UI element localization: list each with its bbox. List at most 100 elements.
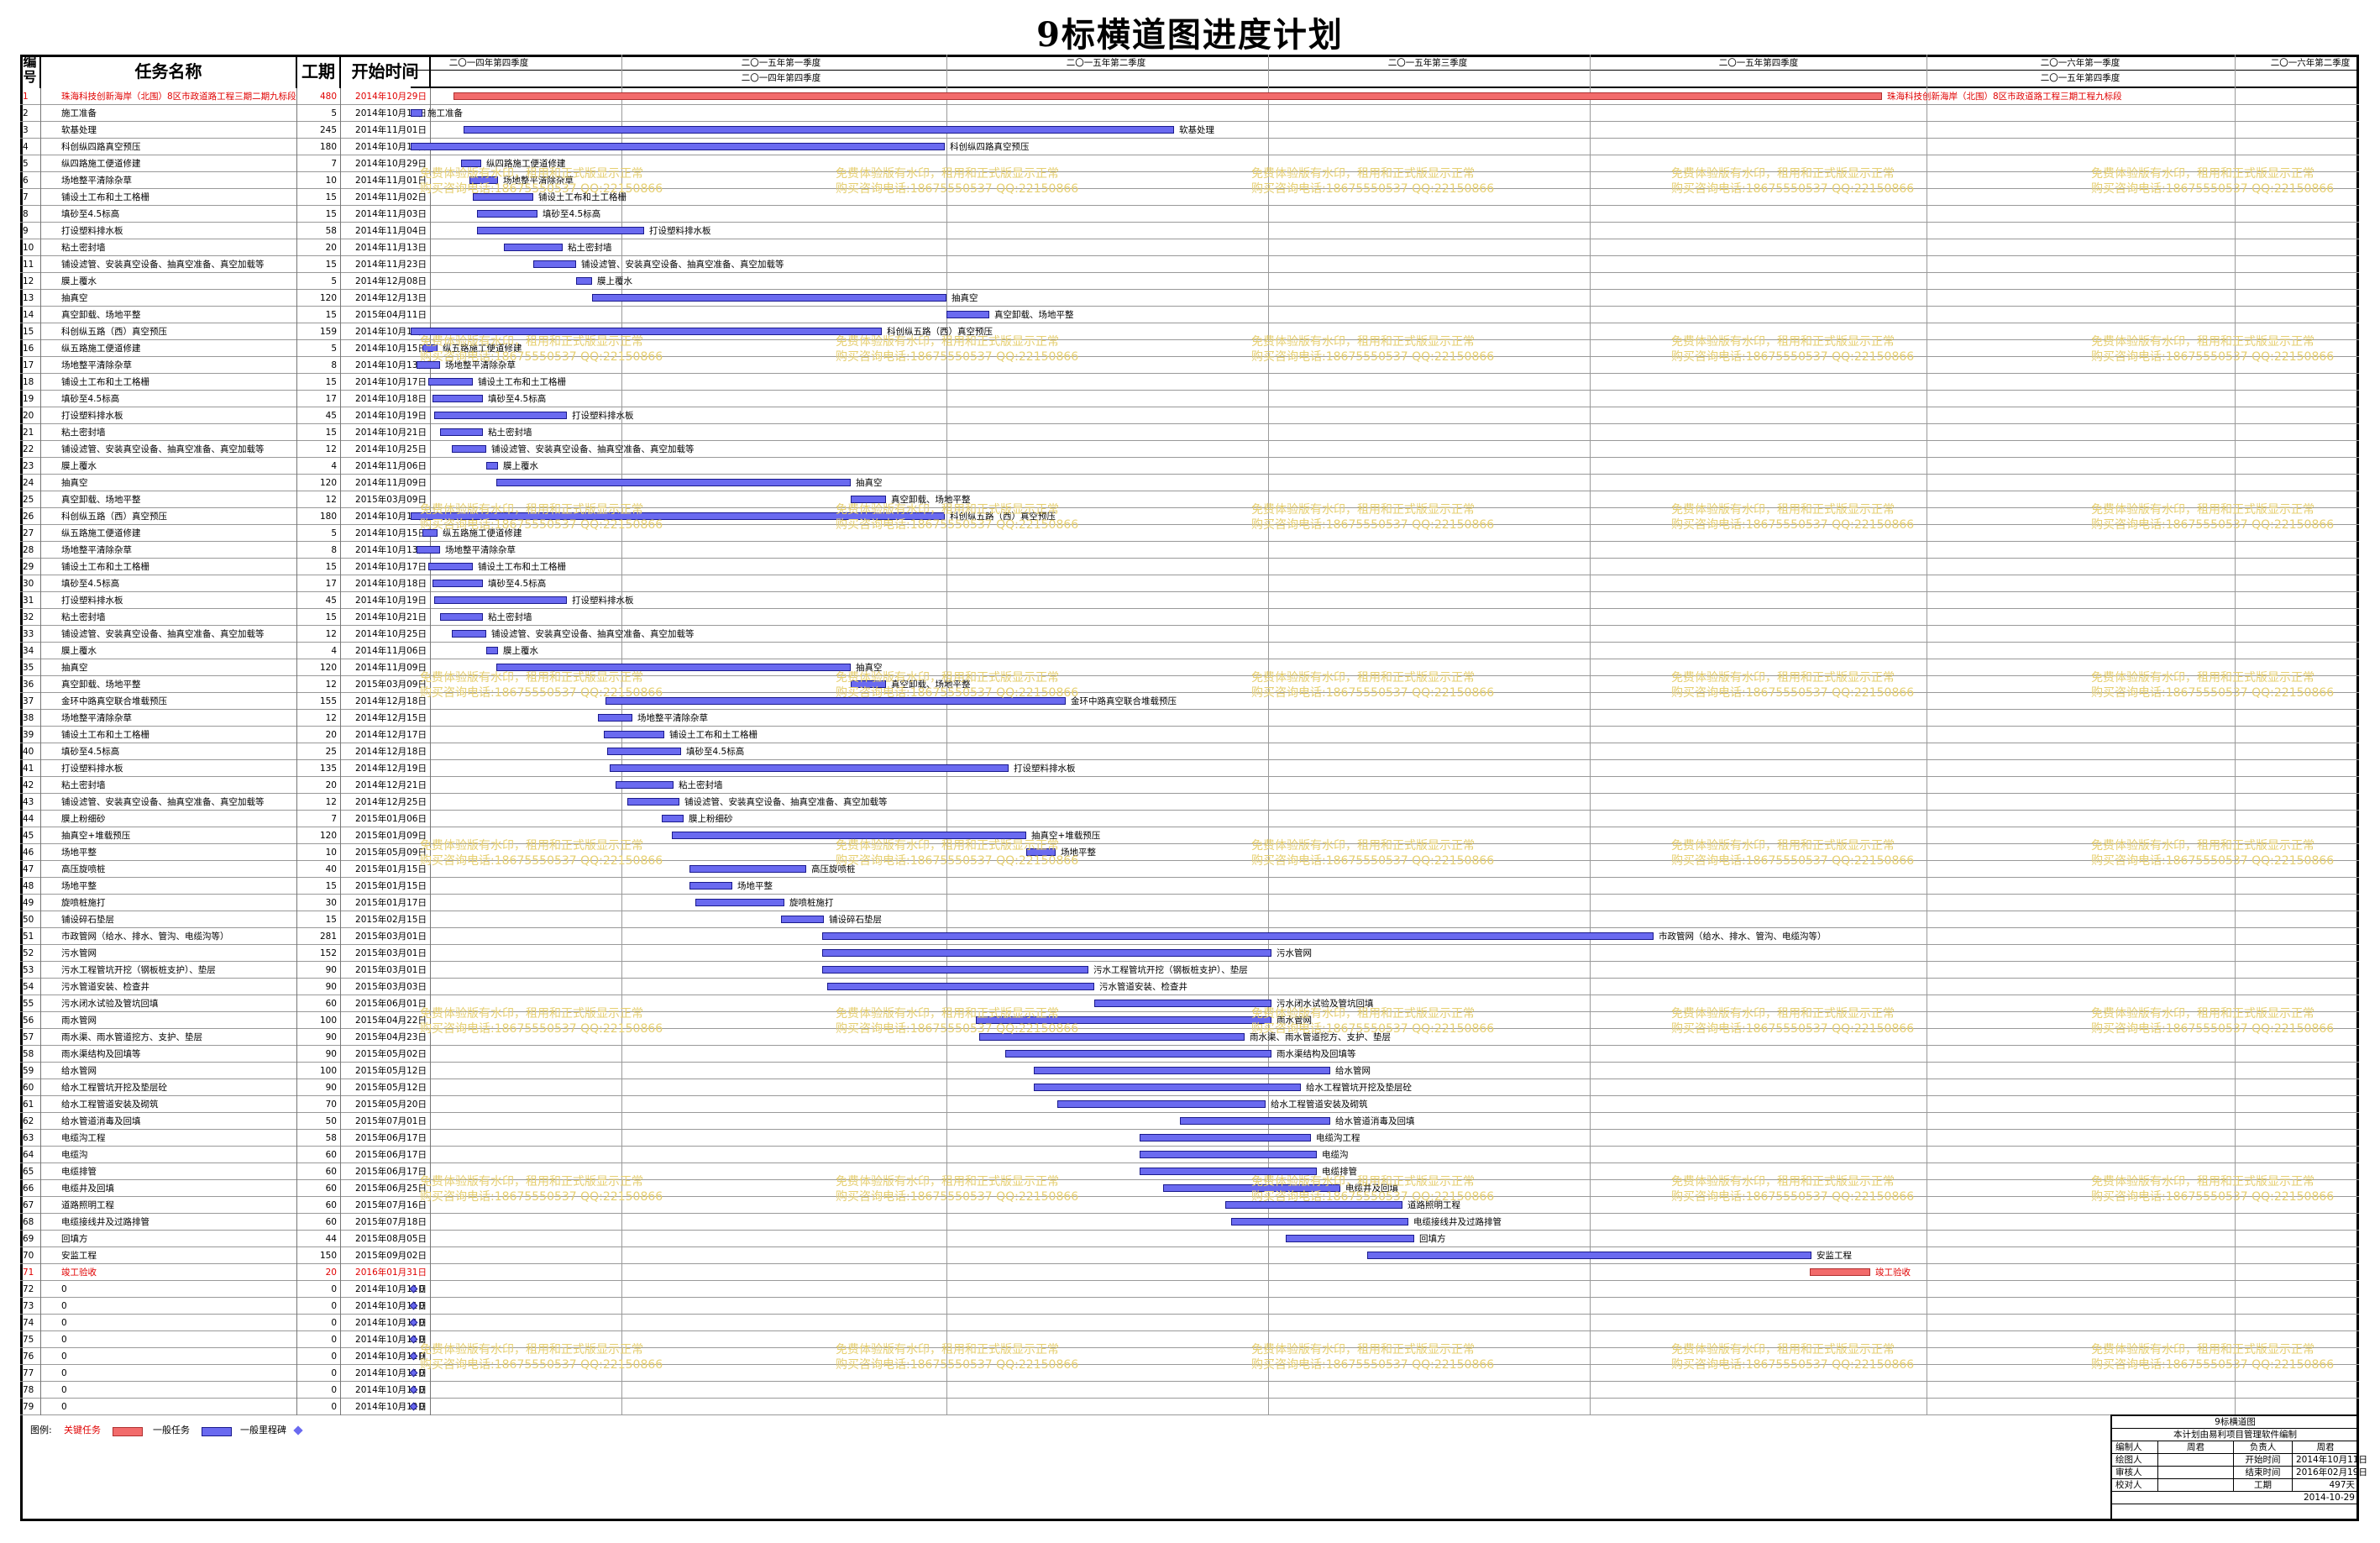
task-bar[interactable]	[976, 1016, 1271, 1024]
task-bar[interactable]	[411, 512, 945, 520]
task-bar[interactable]	[598, 714, 632, 722]
task-bar[interactable]	[428, 563, 473, 570]
task-bar[interactable]	[422, 529, 438, 537]
task-bar[interactable]	[695, 899, 784, 906]
task-bar[interactable]	[610, 764, 1009, 772]
task-bar[interactable]	[533, 260, 576, 268]
task-bar[interactable]	[672, 832, 1026, 839]
task-bar[interactable]	[592, 294, 946, 302]
task-bar[interactable]	[1094, 1000, 1271, 1007]
task-bar[interactable]	[1140, 1168, 1317, 1175]
milestone-marker[interactable]	[409, 1385, 418, 1394]
task-bar[interactable]	[428, 378, 473, 386]
milestone-marker[interactable]	[409, 1351, 418, 1361]
task-bar[interactable]	[496, 664, 851, 671]
task-bar[interactable]	[1286, 1235, 1414, 1242]
task-bar[interactable]	[1034, 1067, 1330, 1074]
task-bar[interactable]	[477, 227, 644, 234]
task-bar[interactable]	[504, 244, 563, 251]
task-bar[interactable]	[1026, 848, 1056, 856]
task-bar[interactable]	[1367, 1252, 1811, 1259]
task-bar[interactable]	[627, 798, 679, 806]
task-bar[interactable]	[1140, 1151, 1317, 1158]
task-bar[interactable]	[1225, 1201, 1402, 1209]
task-bar[interactable]	[440, 613, 483, 621]
task-bar[interactable]	[1034, 1084, 1301, 1091]
critical-task-bar[interactable]	[453, 92, 1882, 100]
task-bar[interactable]	[1005, 1050, 1271, 1058]
task-bar[interactable]	[411, 109, 422, 117]
milestone-marker[interactable]	[409, 1335, 418, 1344]
milestone-marker[interactable]	[409, 1284, 418, 1294]
task-bar[interactable]	[1231, 1218, 1408, 1225]
task-bar[interactable]	[604, 731, 664, 738]
critical-task-bar[interactable]	[1810, 1268, 1870, 1276]
task-bar[interactable]	[486, 462, 498, 470]
task-bar[interactable]	[1180, 1117, 1330, 1125]
task-bar[interactable]	[432, 395, 483, 402]
milestone-marker[interactable]	[409, 1301, 418, 1310]
task-bar[interactable]	[1163, 1184, 1340, 1192]
task-bar[interactable]	[689, 865, 806, 873]
task-bar[interactable]	[851, 496, 886, 503]
task-bar[interactable]	[432, 580, 483, 587]
task-bar[interactable]	[434, 412, 567, 419]
task-bar[interactable]	[452, 445, 486, 453]
task-bar[interactable]	[662, 815, 684, 822]
task-bar[interactable]	[576, 277, 592, 285]
task-bar[interactable]	[822, 932, 1654, 940]
